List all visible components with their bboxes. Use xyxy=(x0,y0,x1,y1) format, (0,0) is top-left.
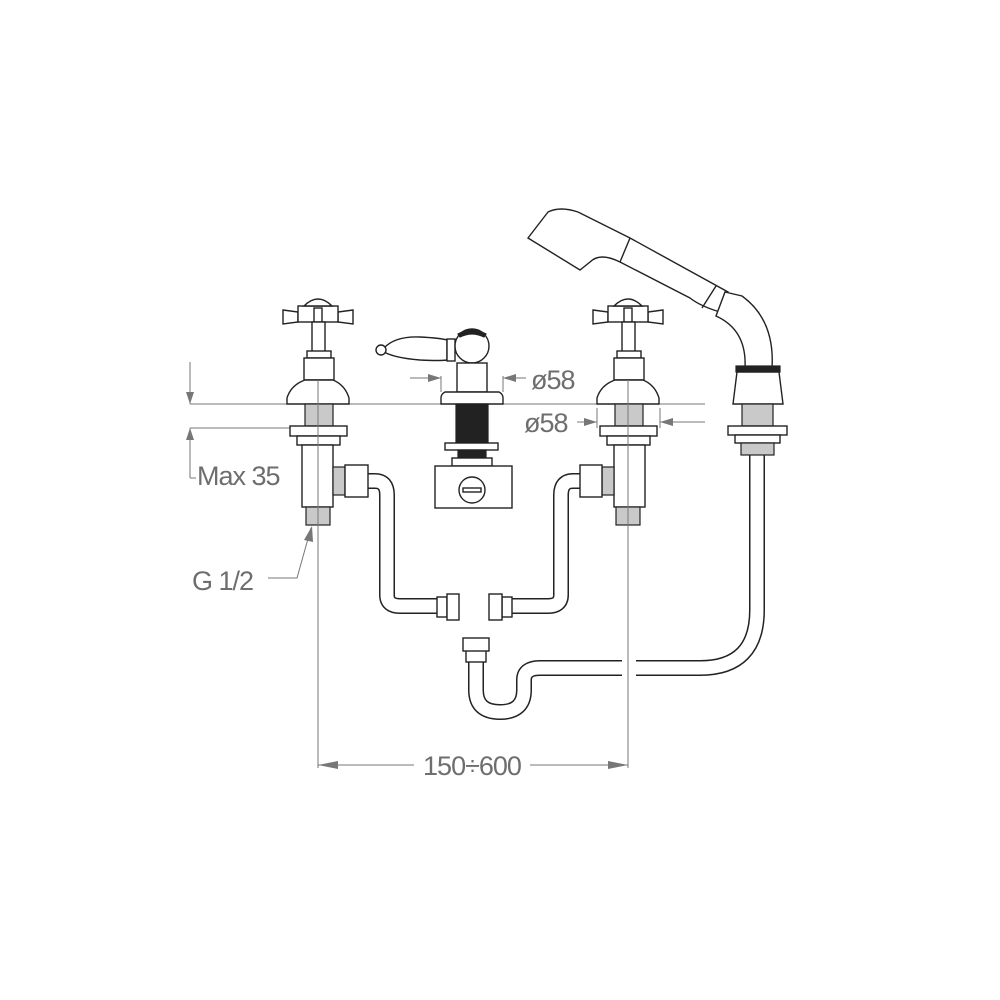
connection-thread-label: G 1/2 xyxy=(192,566,253,596)
thread-callout: G 1/2 xyxy=(192,526,313,596)
shower-hose xyxy=(636,455,765,676)
max-deck-thickness-label: Max 35 xyxy=(197,461,280,491)
valve-spacing-label: 150÷600 xyxy=(423,751,521,781)
valve-spacing-dimension: 150÷600 xyxy=(317,380,629,781)
left-supply-pipe xyxy=(367,473,460,621)
hand-shower xyxy=(526,208,788,456)
right-cross-handle-valve xyxy=(579,298,664,526)
valve-diameter-label: ø58 xyxy=(524,408,568,438)
right-supply-pipe xyxy=(488,473,581,621)
valve-diameter-dimension: ø58 xyxy=(524,408,705,438)
max-35-dimension: Max 35 xyxy=(186,362,281,491)
diverter-lever-handle xyxy=(375,328,513,509)
handle-diameter-label: ø58 xyxy=(531,365,575,395)
left-cross-handle-valve xyxy=(282,298,369,526)
outlet-pipe xyxy=(462,637,622,720)
handle-diameter-dimension: ø58 xyxy=(410,365,576,395)
